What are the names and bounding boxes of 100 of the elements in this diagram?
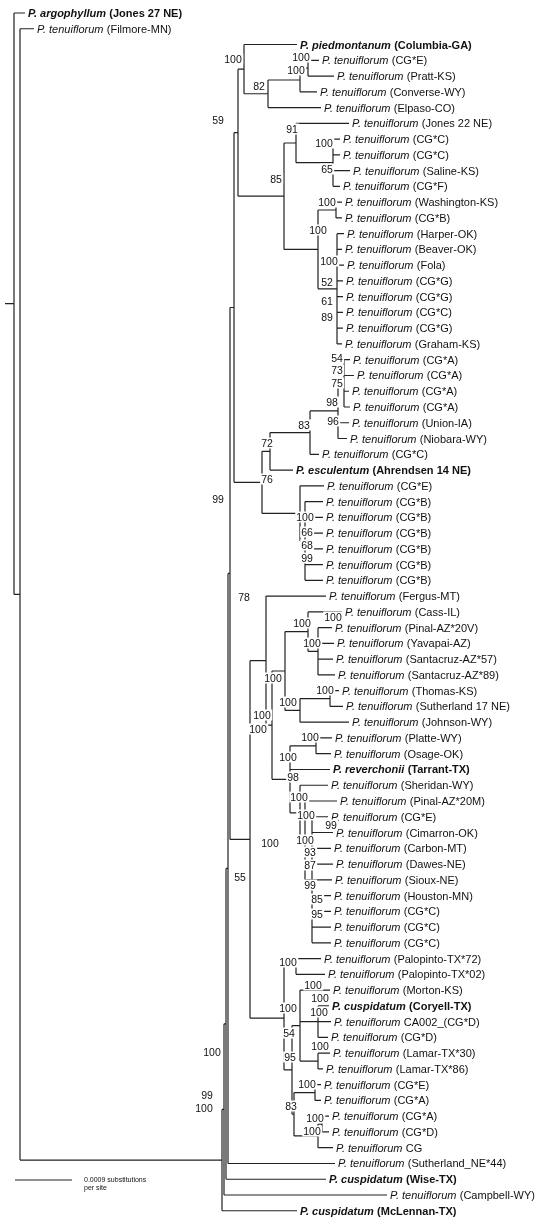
species-name: P. tenuiflorum (352, 715, 419, 728)
specimen-label: (CG*B) (395, 558, 432, 571)
species-name: P. tenuiflorum (332, 1125, 399, 1138)
specimen-label: (Morton-KS) (402, 983, 463, 996)
bootstrap-value: 100 (289, 791, 309, 803)
specimen-label: (Elpaso-CO) (393, 101, 455, 114)
specimen-label: (Wise-TX) (406, 1172, 457, 1185)
specimen-label: (Palopinto-TX*72) (393, 952, 482, 965)
bootstrap-value: 100 (292, 617, 312, 629)
specimen-label: (Osage-OK) (403, 747, 464, 760)
specimen-label: (Coryell-TX) (409, 999, 472, 1012)
specimen-label: (Cimarron-OK) (405, 826, 478, 838)
species-name: P. tenuiflorum (345, 195, 412, 208)
specimen-label: (Thomas-KS) (411, 684, 478, 697)
species-name: P. tenuiflorum (334, 920, 401, 933)
bootstrap-value: 100 (223, 53, 243, 65)
specimen-label: (Converse-WY) (389, 85, 466, 98)
bootstrap-value: 78 (237, 591, 251, 603)
specimen-label: (Filmore-MN) (106, 22, 172, 35)
specimen-label: (Pinal-AZ*20M) (409, 794, 485, 807)
bootstrap-value: 100 (260, 837, 280, 849)
specimen-label: (Pinal-AZ*20V) (404, 621, 479, 634)
species-name: P. tenuiflorum (329, 589, 396, 602)
species-name: P. tenuiflorum (343, 148, 410, 161)
bootstrap-value: 100 (302, 1125, 322, 1137)
species-name: P. tenuiflorum (347, 227, 414, 240)
specimen-label: (Campbell-WY) (459, 1188, 535, 1201)
species-name: P. tenuiflorum (346, 699, 413, 712)
specimen-label: (Lamar-TX*30) (402, 1046, 476, 1059)
bootstrap-value: 100 (303, 979, 323, 991)
specimen-label: (CG*G) (415, 274, 453, 287)
specimen-label: (Harper-OK) (416, 227, 478, 240)
bootstrap-value: 76 (260, 473, 274, 485)
bootstrap-value: 99 (211, 493, 225, 505)
specimen-label: (Ahrendsen 14 NE) (372, 463, 471, 476)
bootstrap-value: 72 (260, 437, 274, 449)
species-name: P. tenuiflorum (345, 211, 412, 224)
specimen-label: (Sioux-NE) (404, 873, 459, 886)
specimen-label: (CG*C) (403, 936, 440, 949)
species-name: P. tenuiflorum (345, 337, 412, 350)
species-name: P. tenuiflorum (320, 85, 387, 98)
species-name: P. tenuiflorum (337, 69, 404, 82)
species-name: P. tenuiflorum (345, 242, 412, 255)
specimen-label: (CG*A) (421, 384, 458, 397)
species-name: P. tenuiflorum (353, 400, 420, 413)
bootstrap-value: 100 (194, 1102, 214, 1114)
specimen-label: (Dawes-NE) (405, 857, 466, 870)
specimen-label: (Pratt-KS) (406, 69, 456, 82)
species-name: P. tenuiflorum (326, 573, 393, 586)
species-name: P. cuspidatum (300, 1204, 374, 1217)
species-name: P. tenuiflorum (324, 1093, 391, 1106)
species-name: P. tenuiflorum (338, 1156, 405, 1169)
species-name: P. tenuiflorum (333, 1046, 400, 1059)
specimen-label: (Carbon-MT) (403, 841, 467, 854)
species-name: P. tenuiflorum (346, 274, 413, 287)
bootstrap-value: 75 (330, 377, 344, 389)
species-name: P. tenuiflorum (345, 605, 412, 618)
specimen-label: (CG*G) (415, 290, 453, 303)
bootstrap-value: 73 (330, 364, 344, 376)
bootstrap-value: 100 (248, 723, 268, 735)
bootstrap-value: 95 (310, 908, 324, 920)
specimen-label: (CG*E) (391, 53, 428, 66)
species-name: P. tenuiflorum (353, 353, 420, 366)
bootstrap-value: 100 (302, 637, 322, 649)
species-name: P. tenuiflorum (352, 416, 419, 429)
bootstrap-value: 100 (323, 611, 343, 623)
species-name: P. tenuiflorum (333, 983, 400, 996)
specimen-label: (Sutherland_NE*44) (407, 1156, 507, 1169)
specimen-label: (Sheridan-WY) (400, 778, 474, 791)
specimen-label: (Sutherland 17 NE) (415, 699, 510, 712)
species-name: P. tenuiflorum (390, 1188, 457, 1201)
bootstrap-value: 100 (252, 709, 272, 721)
species-name: P. tenuiflorum (37, 22, 104, 35)
bootstrap-value: 52 (320, 276, 334, 288)
species-name: P. reverchonii (333, 762, 405, 775)
species-name: P. tenuiflorum (352, 116, 419, 129)
specimen-label: (CG*E) (396, 479, 433, 492)
bootstrap-value: 83 (284, 1100, 298, 1112)
species-name: P. tenuiflorum (324, 101, 391, 114)
species-name: P. tenuiflorum (334, 889, 401, 902)
species-name: P. tenuiflorum (336, 826, 403, 838)
specimen-label: (Washington-KS) (414, 195, 499, 208)
specimen-label: (Santacruz-AZ*89) (407, 668, 499, 681)
species-name: P. tenuiflorum (334, 936, 401, 949)
specimen-label: (CG*D) (400, 1030, 437, 1043)
specimen-label: (CG*C) (403, 920, 440, 933)
species-name: P. tenuiflorum (346, 321, 413, 334)
species-name: P. tenuiflorum (335, 621, 402, 634)
specimen-label: (Santacruz-AZ*57) (405, 652, 497, 665)
bootstrap-value: 100 (296, 809, 316, 821)
bootstrap-value: 100 (202, 1046, 222, 1058)
species-name: P. tenuiflorum (335, 731, 402, 744)
species-name: P. tenuiflorum (322, 53, 389, 66)
specimen-label: (CG*G) (415, 321, 453, 334)
species-name: P. esculentum (296, 463, 370, 476)
bootstrap-value: 100 (305, 1112, 325, 1124)
bootstrap-value: 59 (211, 114, 225, 126)
specimen-label: (Tarrant-TX) (407, 762, 470, 775)
specimen-label: (CG*E) (393, 1078, 430, 1091)
species-name: P. tenuiflorum (326, 1062, 393, 1075)
